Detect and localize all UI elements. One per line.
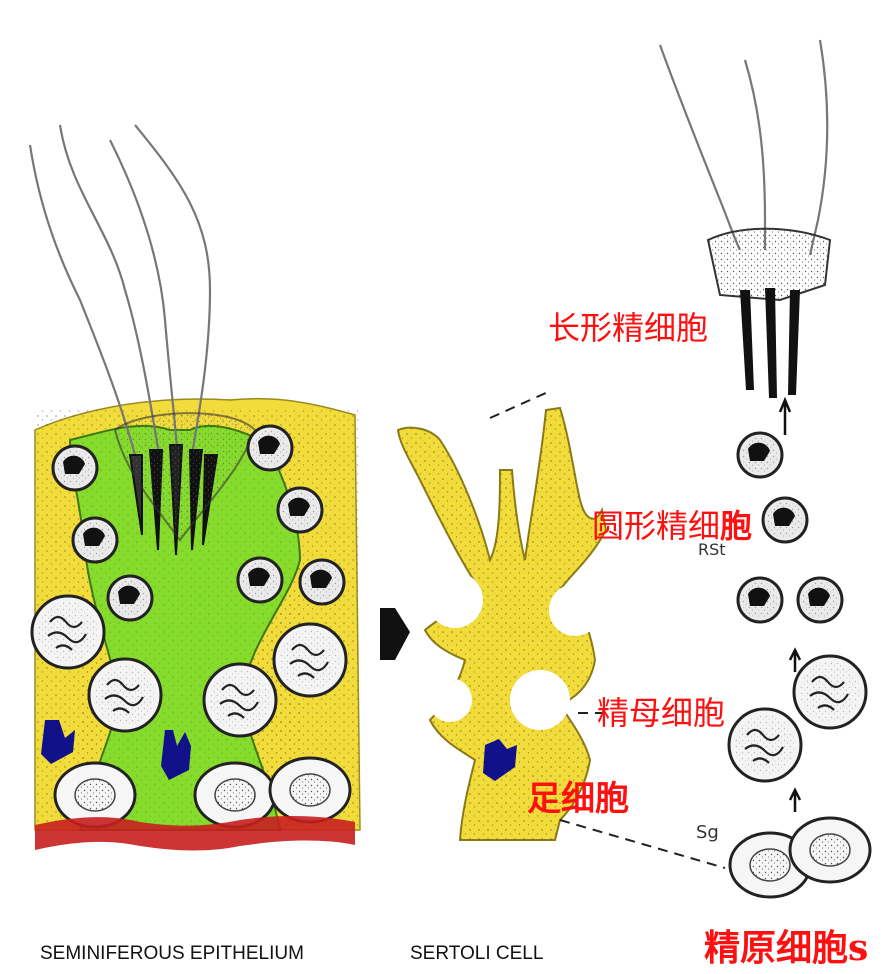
caption-sertoli-cell: SERTOLI CELL <box>410 944 543 963</box>
label-spermatocyte: 精母细胞 <box>597 697 725 729</box>
spermatogenesis-column <box>660 40 870 897</box>
transition-arrow <box>380 608 410 660</box>
label-sertoli: 足细胞 <box>527 782 629 816</box>
tag-rst: RSt <box>698 542 726 558</box>
tag-sg: Sg <box>696 824 719 842</box>
caption-seminiferous-epithelium: SEMINIFEROUS EPITHELIUM <box>40 944 304 963</box>
label-round-spermatid: 圆形精细胞 <box>592 510 752 542</box>
sertoli-cell-illustration <box>398 408 606 840</box>
label-elongated-spermatid: 长形精细胞 <box>548 312 708 344</box>
label-spermatogonia: 精原细胞s <box>704 930 868 966</box>
spermatid-tails <box>660 40 827 255</box>
epithelium-illustration <box>30 125 360 851</box>
